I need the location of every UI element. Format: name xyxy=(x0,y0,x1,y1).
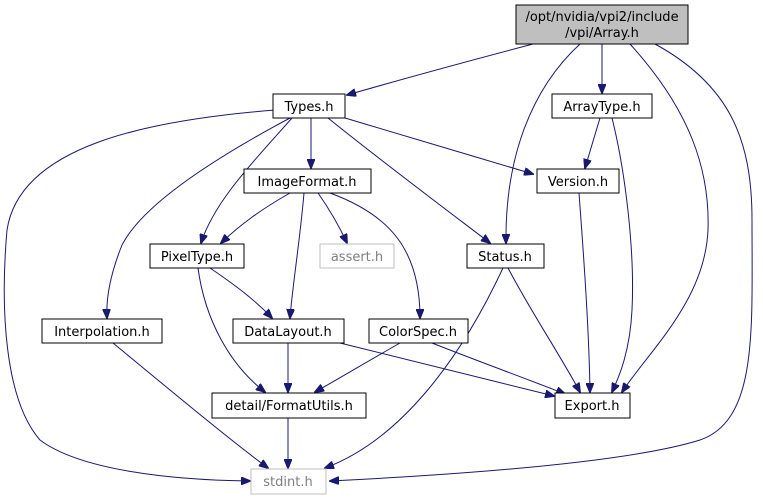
edge-imageformat-to-pixeltype xyxy=(221,192,291,243)
node-label: Types.h xyxy=(283,100,333,115)
edge-arraytype-to-export xyxy=(612,117,634,392)
edge-datalayout-to-export xyxy=(339,342,554,396)
edge-colorspec-to-formatutils xyxy=(315,342,401,392)
edge-interpolation-to-stdint xyxy=(112,342,268,468)
node-label: Version.h xyxy=(548,175,608,190)
node-export-h[interactable]: Export.h xyxy=(554,392,631,419)
node-label: PixelType.h xyxy=(161,250,233,265)
edge-types-to-version xyxy=(344,117,533,174)
node-datalayout-h[interactable]: DataLayout.h xyxy=(232,318,345,344)
edge-array-to-export xyxy=(622,43,709,392)
edge-colorspec-to-export xyxy=(431,342,565,394)
node-stdint-h[interactable]: stdint.h xyxy=(250,468,327,495)
node-types-h[interactable]: Types.h xyxy=(272,93,346,119)
edge-array-to-stdint xyxy=(330,43,753,481)
edge-pixeltype-to-datalayout xyxy=(209,267,272,318)
edge-types-to-interpolation xyxy=(107,117,291,318)
node-status-h[interactable]: Status.h xyxy=(466,243,545,269)
edge-arraytype-to-version xyxy=(585,117,601,168)
edge-types-to-stdint xyxy=(3,109,276,481)
edge-pixeltype-to-formatutils xyxy=(197,267,265,392)
edge-imageformat-to-colorspec xyxy=(329,192,420,318)
node-colorspec-h[interactable]: ColorSpec.h xyxy=(368,318,469,344)
edge-imageformat-to-assert xyxy=(317,192,347,243)
edge-status-to-export xyxy=(507,267,580,392)
node-label: ArrayType.h xyxy=(563,100,640,115)
node-label: DataLayout.h xyxy=(244,325,332,340)
node-label: stdint.h xyxy=(263,475,312,490)
node-imageformat-h[interactable]: ImageFormat.h xyxy=(243,168,372,194)
node-formatutils-h[interactable]: detail/FormatUtils.h xyxy=(211,392,367,419)
node-array-h[interactable]: /opt/nvidia/vpi2/include /vpi/Array.h xyxy=(515,4,689,45)
node-label: ColorSpec.h xyxy=(379,325,457,340)
node-interpolation-h[interactable]: Interpolation.h xyxy=(41,318,163,344)
node-assert-h[interactable]: assert.h xyxy=(319,243,395,269)
edge-types-to-status xyxy=(327,117,490,243)
edge-array-to-types xyxy=(347,43,534,95)
edge-array-to-status xyxy=(506,43,581,243)
node-pixeltype-h[interactable]: PixelType.h xyxy=(149,243,245,269)
node-label: assert.h xyxy=(331,250,383,265)
node-version-h[interactable]: Version.h xyxy=(536,168,620,194)
node-label: Export.h xyxy=(565,399,620,414)
edges-layer xyxy=(3,43,753,481)
node-label: /opt/nvidia/vpi2/include xyxy=(525,10,678,25)
edge-types-to-pixeltype xyxy=(201,117,293,243)
node-arraytype-h[interactable]: ArrayType.h xyxy=(551,93,653,119)
edge-status-to-stdint xyxy=(325,267,504,468)
node-label: /vpi/Array.h xyxy=(565,26,639,41)
node-label: ImageFormat.h xyxy=(258,175,357,190)
node-label: Status.h xyxy=(478,250,532,265)
node-label: Interpolation.h xyxy=(54,325,150,340)
node-label: detail/FormatUtils.h xyxy=(225,399,353,414)
edge-version-to-export xyxy=(578,192,590,392)
edge-imageformat-to-datalayout xyxy=(290,192,305,318)
nodes-layer: /opt/nvidia/vpi2/include /vpi/Array.h Ty… xyxy=(41,4,689,495)
